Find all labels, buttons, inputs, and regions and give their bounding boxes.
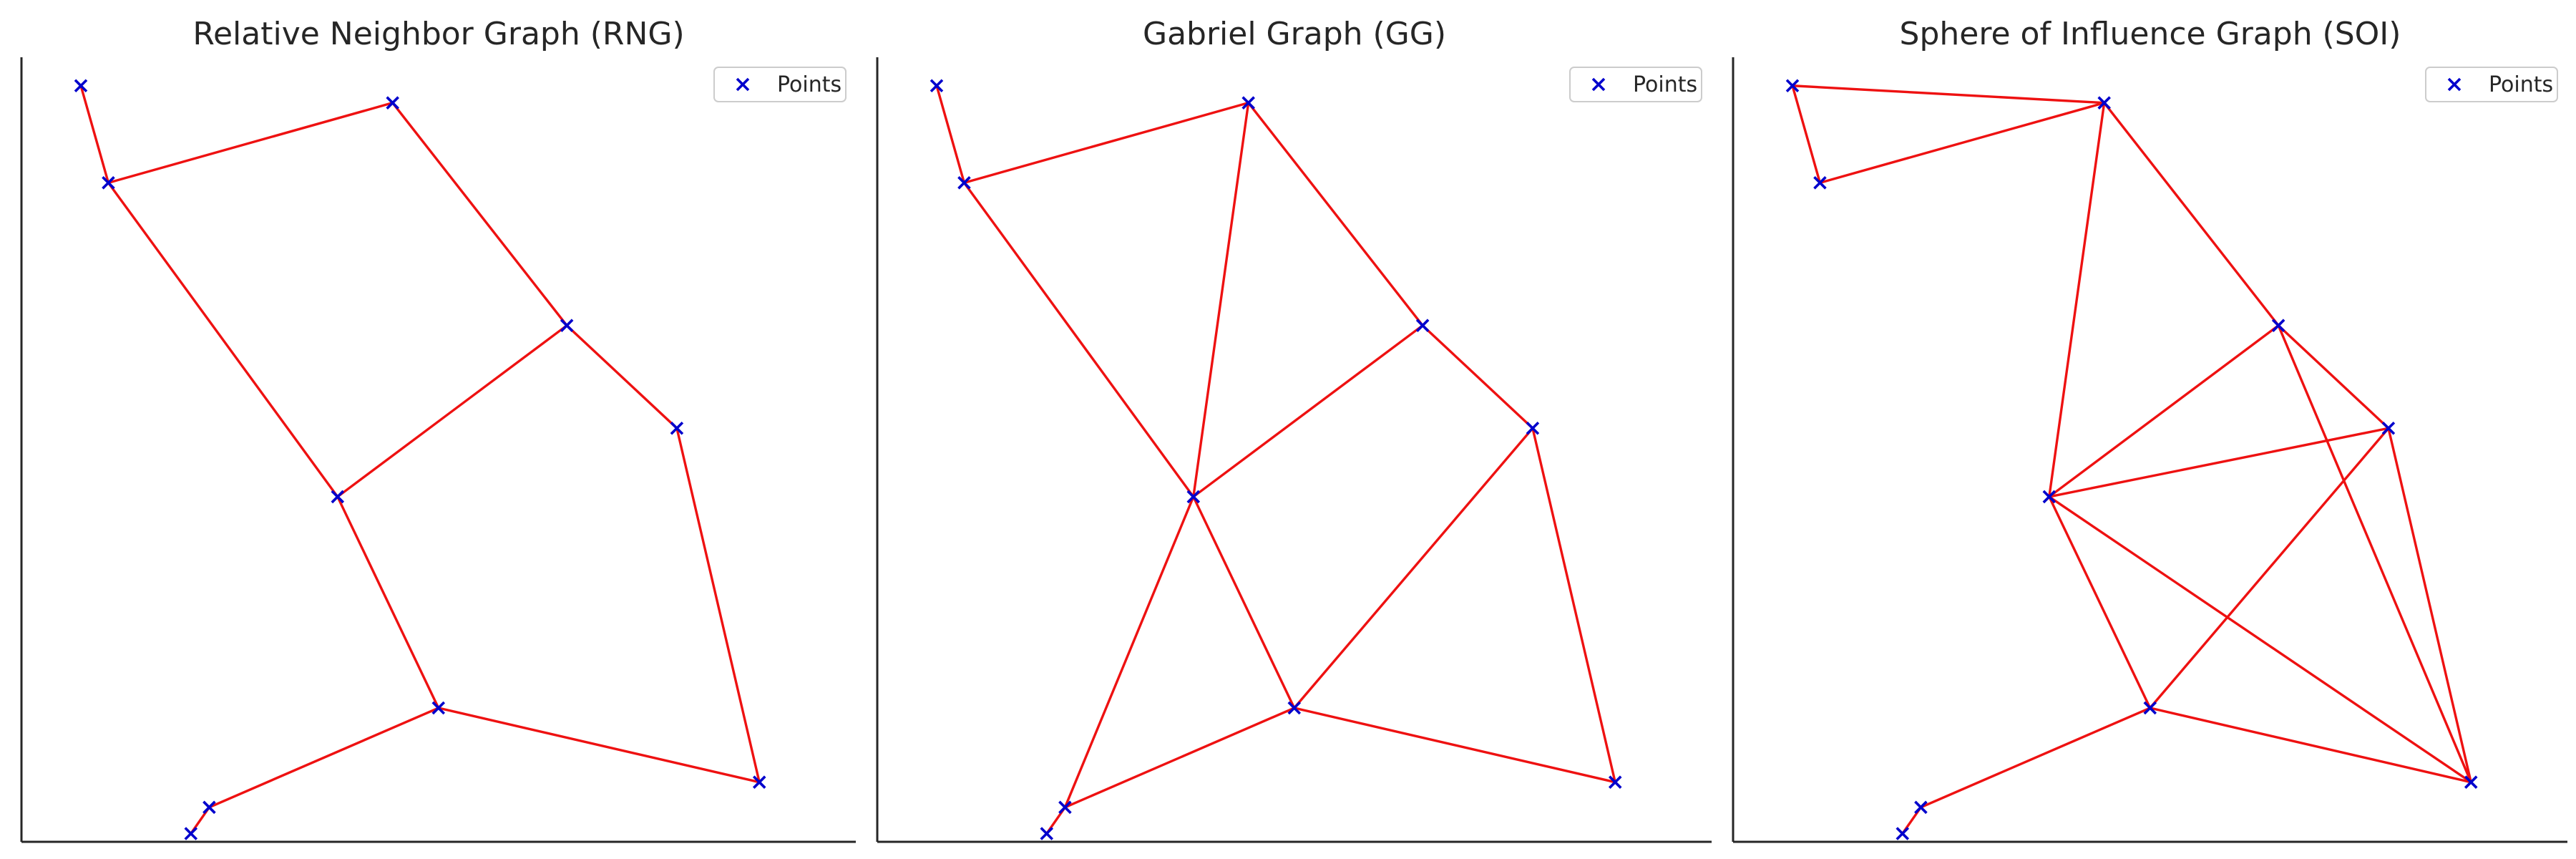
graph-edge-9 (2048, 427, 2390, 498)
graph-edge-8 (336, 495, 440, 709)
graph-edge-13 (1063, 707, 1296, 809)
data-point-7 (1287, 701, 1302, 715)
graph-edge-12 (1293, 707, 1616, 784)
chart-panel-3: Sphere of Influence Graph (SOI) Points (1732, 16, 2567, 843)
graph-edge-5 (565, 324, 678, 430)
data-point-8 (1608, 775, 1622, 789)
data-point-8 (2464, 775, 2478, 789)
legend: Points (713, 67, 847, 102)
chart-panel-1: Relative Neighbor Graph (RNG) Points (20, 16, 856, 843)
graph-edge-4 (1246, 101, 1424, 327)
data-point-3 (2097, 96, 2111, 110)
graph-edge-9 (437, 707, 761, 784)
legend-box (2425, 67, 2558, 102)
legend-label: Points (777, 72, 841, 97)
data-point-10 (184, 827, 198, 840)
data-point-7 (431, 701, 446, 715)
data-point-9 (1914, 800, 1928, 815)
graph-edge-11 (2387, 427, 2472, 784)
legend-marker-icon (2447, 77, 2462, 92)
graph-edge-6 (2277, 324, 2390, 430)
graph-edge-9 (1531, 427, 1616, 784)
legend-marker-icon (736, 77, 750, 92)
graph-edge-10 (1192, 495, 1296, 709)
graph-edge-2 (962, 101, 1250, 185)
graph-edge-4 (2102, 101, 2280, 327)
graph-edge-1 (935, 84, 966, 185)
legend-label: Points (1633, 72, 1697, 97)
chart-panel-2: Gabriel Graph (GG) Points (876, 16, 1712, 843)
data-point-9 (203, 800, 216, 815)
graph-edge-12 (2048, 495, 2152, 709)
graph-edge-3 (1818, 101, 2106, 185)
data-point-2 (957, 176, 971, 190)
data-point-4 (2271, 319, 2285, 332)
graph-edge-6 (1421, 324, 1534, 430)
graph-edge-10 (2149, 427, 2390, 709)
graph-edge-11 (1063, 495, 1195, 809)
graph-edge-10 (208, 707, 440, 809)
data-point-6 (2042, 490, 2057, 504)
graph-edge-7 (1192, 324, 1424, 498)
legend: Points (1569, 67, 1702, 102)
graph-edge-7 (675, 427, 761, 784)
graph-edge-4 (391, 101, 568, 327)
graph-edge-1 (79, 84, 110, 185)
data-point-5 (2381, 421, 2396, 435)
data-point-4 (560, 319, 574, 332)
graph-edge-6 (336, 324, 568, 498)
chart-title: Sphere of Influence Graph (SOI) (1900, 16, 2401, 52)
graph-edge-3 (107, 181, 339, 498)
data-point-2 (1813, 176, 1827, 190)
graph-edge-5 (1192, 101, 1250, 498)
data-point-6 (1186, 490, 1201, 504)
data-point-9 (1058, 800, 1072, 815)
chart-title: Gabriel Graph (GG) (1143, 16, 1446, 52)
graph-edge-15 (1919, 707, 2152, 809)
data-point-1 (930, 79, 944, 93)
legend-box (713, 67, 847, 102)
data-point-3 (386, 96, 399, 110)
data-point-8 (752, 775, 766, 789)
graph-edge-3 (962, 181, 1195, 498)
legend-box (1569, 67, 1702, 102)
graph-edge-8 (1293, 427, 1534, 709)
data-point-3 (1241, 96, 1255, 110)
data-point-1 (74, 79, 88, 93)
graph-edge-2 (1791, 84, 2106, 105)
data-point-5 (670, 421, 684, 435)
graph-edge-1 (1791, 84, 1822, 185)
legend-label: Points (2489, 72, 2553, 97)
graph-edge-7 (2048, 324, 2280, 498)
graph-edge-14 (2149, 707, 2472, 784)
data-point-5 (1526, 421, 1540, 435)
data-point-4 (1415, 319, 1430, 332)
chart-title: Relative Neighbor Graph (RNG) (192, 16, 684, 52)
graph-edge-13 (2048, 495, 2472, 784)
legend-marker-icon (1591, 77, 1606, 92)
data-point-1 (1785, 79, 1800, 93)
legend: Points (2425, 67, 2558, 102)
data-point-2 (102, 176, 115, 190)
data-point-6 (331, 490, 345, 504)
graph-edge-5 (2048, 101, 2106, 498)
data-point-10 (1896, 827, 1910, 840)
graph-edge-2 (107, 101, 394, 185)
graph-edge-8 (2277, 324, 2472, 784)
data-point-7 (2143, 701, 2157, 715)
data-point-10 (1040, 827, 1054, 840)
